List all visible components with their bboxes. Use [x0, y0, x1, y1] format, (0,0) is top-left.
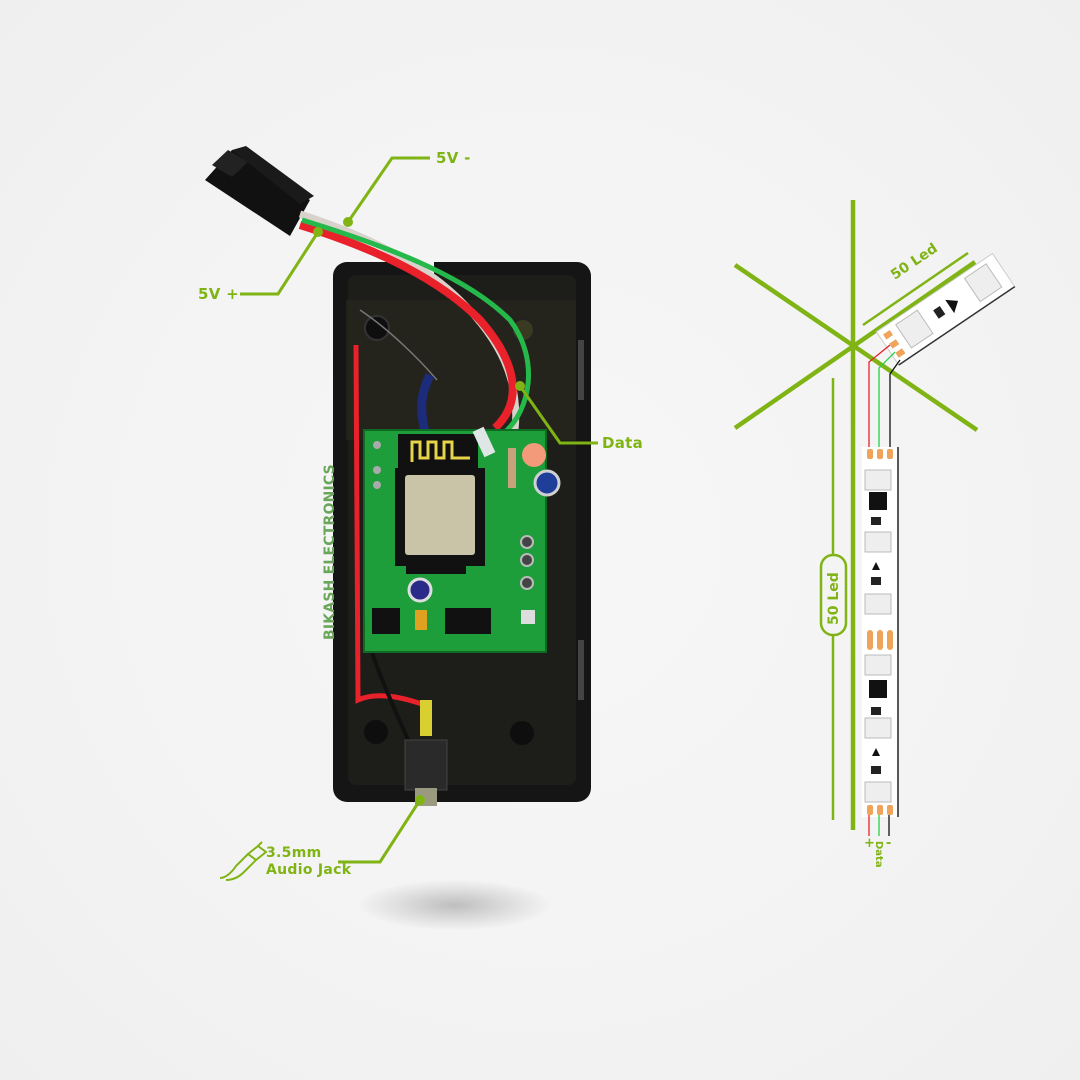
label-5v-minus: 5V - [436, 149, 471, 167]
brand-text: BIKASH ELECTRONICS [322, 464, 338, 640]
sm-connector [205, 146, 314, 236]
led-strip-angled [875, 252, 1016, 366]
star-lines [733, 200, 979, 830]
pcb-board [363, 426, 561, 653]
drop-shadow [360, 880, 550, 930]
audio-jack-part [404, 700, 448, 806]
label-jack-line2: Audio Jack [266, 862, 352, 878]
label-audio-jack: 3.5mm Audio Jack [266, 845, 351, 879]
pin-data-label: Data [873, 841, 884, 868]
pin-plus-label: + [864, 836, 875, 851]
led-strip-vertical [862, 447, 899, 836]
callout-lines [240, 156, 598, 864]
pin-minus-label: - [886, 836, 892, 851]
dimension-line-angled [862, 251, 969, 327]
label-jack-line1: 3.5mm [266, 845, 322, 861]
audio-jack-icon [219, 841, 268, 881]
label-5v-plus: 5V + [198, 285, 240, 303]
vertical-count-pill [819, 553, 848, 637]
label-vertical-50-led: 50 Led [826, 572, 842, 625]
label-data: Data [602, 434, 644, 452]
